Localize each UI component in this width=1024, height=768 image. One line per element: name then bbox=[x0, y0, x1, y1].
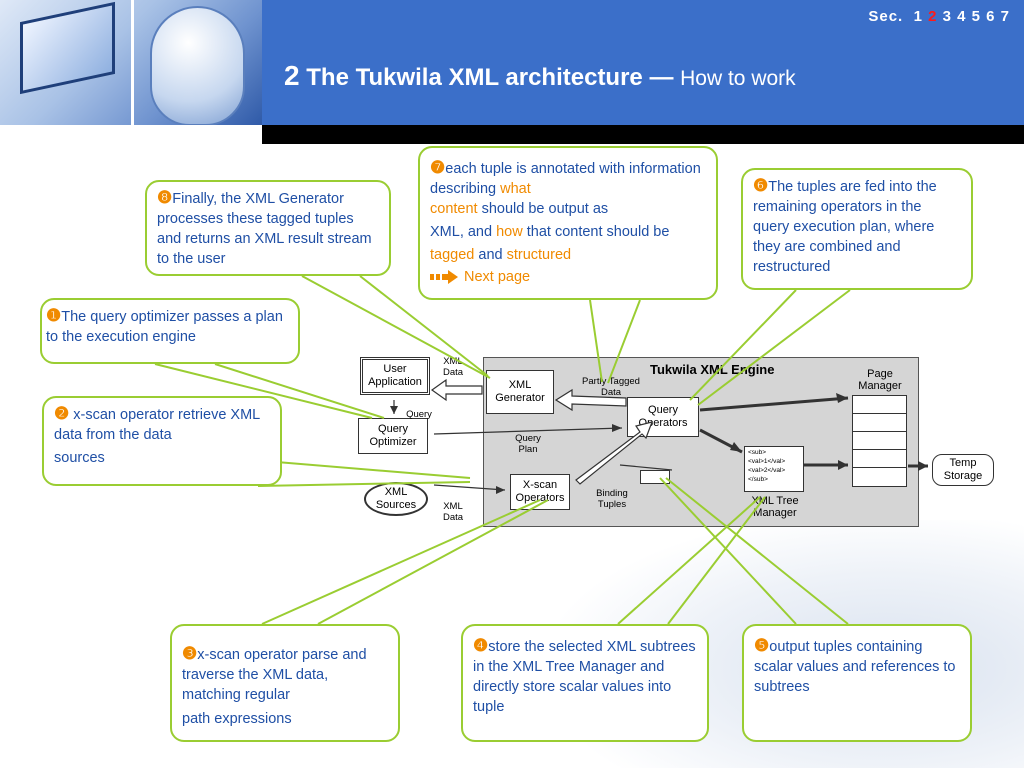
xml-tree-box: <sub> <val>1</val> <val>2</val> </sub> bbox=[744, 446, 804, 492]
tree-line: <sub> bbox=[748, 449, 767, 456]
section-link-7[interactable]: 7 bbox=[1000, 8, 1010, 25]
callout-step-6: ❻The tuples are fed into the remaining o… bbox=[741, 168, 973, 290]
step-7-tagged: tagged bbox=[430, 247, 475, 263]
binding-tuples-box bbox=[640, 470, 670, 484]
step-2-text-2: sources bbox=[54, 450, 105, 466]
section-link-6[interactable]: 6 bbox=[986, 8, 996, 25]
query-optimizer-box: Query Optimizer bbox=[358, 418, 428, 454]
xscan-operators-box: X-scan Operators bbox=[510, 474, 570, 510]
xml-sources-ellipse: XML Sources bbox=[364, 482, 428, 516]
title-dash: — bbox=[649, 64, 674, 91]
xml-data-top-label: XML Data bbox=[442, 356, 464, 378]
callout-step-8: ❽Finally, the XML Generator processes th… bbox=[145, 180, 391, 276]
partly-tagged-label: Partly Tagged Data bbox=[582, 376, 640, 398]
section-link-4[interactable]: 4 bbox=[957, 8, 967, 25]
section-nav: Sec. 1 2 3 4 5 6 7 bbox=[868, 8, 1010, 25]
binding-tuples-label: Binding Tuples bbox=[596, 488, 628, 510]
step-7-text-4: that content should be bbox=[522, 224, 670, 240]
step-7-what: what bbox=[500, 181, 531, 197]
step-7-content: content bbox=[430, 201, 478, 217]
next-page-link[interactable]: Next page bbox=[430, 267, 530, 287]
callout-step-3: ❸x-scan operator parse and traverse the … bbox=[170, 624, 400, 742]
section-link-3[interactable]: 3 bbox=[942, 8, 952, 25]
temp-storage-box: Temp Storage bbox=[932, 454, 994, 486]
query-plan-label: Query Plan bbox=[515, 433, 541, 455]
step-3-text-2: path expressions bbox=[182, 711, 292, 727]
step-1-text: The query optimizer passes a plan to the… bbox=[46, 309, 283, 345]
step-7-and: and bbox=[474, 247, 507, 263]
page-manager-stack bbox=[852, 395, 907, 487]
engine-title: Tukwila XML Engine bbox=[650, 362, 775, 377]
header-photo bbox=[0, 0, 262, 125]
callout-step-7: ❼each tuple is annotated with informatio… bbox=[418, 146, 718, 300]
callout-step-1: ❶The query optimizer passes a plan to th… bbox=[40, 298, 300, 364]
callout-step-2: ❷ x-scan operator retrieve XML data from… bbox=[42, 396, 282, 486]
photo-divider bbox=[131, 0, 134, 125]
callout-step-4: ❹store the selected XML subtrees in the … bbox=[461, 624, 709, 742]
next-page-text: Next page bbox=[464, 269, 531, 285]
arrow-right-icon bbox=[430, 270, 458, 285]
step-5-text: output tuples containing scalar values a… bbox=[754, 639, 956, 695]
step-6-text: The tuples are fed into the remaining op… bbox=[753, 179, 937, 275]
step-7-how: how bbox=[496, 224, 523, 240]
xml-generator-box: XML Generator bbox=[486, 370, 554, 414]
mouse-image bbox=[150, 6, 245, 125]
tree-line: <val>1</val> bbox=[748, 458, 786, 465]
section-nav-label: Sec. bbox=[868, 8, 904, 25]
step-4-text: store the selected XML subtrees in the X… bbox=[473, 639, 696, 715]
step-8-text: Finally, the XML Generator processes the… bbox=[157, 191, 372, 267]
query-label: Query bbox=[406, 409, 432, 420]
xml-tree-manager-label: XML Tree Manager bbox=[751, 495, 799, 519]
step-1-badge: ❶ bbox=[46, 306, 62, 325]
tree-line: <val>2</val> bbox=[748, 467, 786, 474]
step-4-badge: ❹ bbox=[473, 636, 489, 655]
section-link-2-current[interactable]: 2 bbox=[928, 8, 938, 25]
tree-line: </sub> bbox=[748, 476, 768, 483]
step-3-badge: ❸ bbox=[182, 644, 198, 663]
step-5-badge: ❺ bbox=[754, 636, 770, 655]
step-7-text-2: should be output as bbox=[477, 201, 609, 217]
section-link-5[interactable]: 5 bbox=[971, 8, 981, 25]
step-7-text-3: XML, and bbox=[430, 224, 497, 240]
step-3-text: x-scan operator parse and traverse the X… bbox=[182, 647, 367, 703]
step-7-badge: ❼ bbox=[430, 158, 446, 177]
title-number: 2 bbox=[284, 60, 300, 91]
step-8-badge: ❽ bbox=[157, 188, 173, 207]
header-banner: Sec. 1 2 3 4 5 6 7 2 The Tukwila XML arc… bbox=[0, 0, 1024, 125]
title-subtitle: How to work bbox=[680, 67, 796, 90]
query-operators-box: Query Operators bbox=[627, 397, 699, 437]
header-black-bar bbox=[262, 125, 1024, 144]
laptop-image bbox=[20, 1, 115, 95]
user-application-box: User Application bbox=[360, 357, 430, 395]
title-main: The Tukwila XML architecture bbox=[306, 64, 643, 91]
xml-data-bottom-label: XML Data bbox=[442, 501, 464, 523]
page-manager-label: Page Manager bbox=[858, 368, 902, 392]
step-6-badge: ❻ bbox=[753, 176, 769, 195]
step-2-text: x-scan operator retrieve XML data from t… bbox=[54, 407, 260, 443]
step-2-badge: ❷ bbox=[54, 404, 70, 423]
section-link-1[interactable]: 1 bbox=[913, 8, 923, 25]
slide-title: 2 The Tukwila XML architecture — How to … bbox=[284, 60, 796, 92]
step-7-structured: structured bbox=[506, 247, 572, 263]
callout-step-5: ❺output tuples containing scalar values … bbox=[742, 624, 972, 742]
step-7-text-1: each tuple is annotated with information… bbox=[430, 161, 701, 197]
